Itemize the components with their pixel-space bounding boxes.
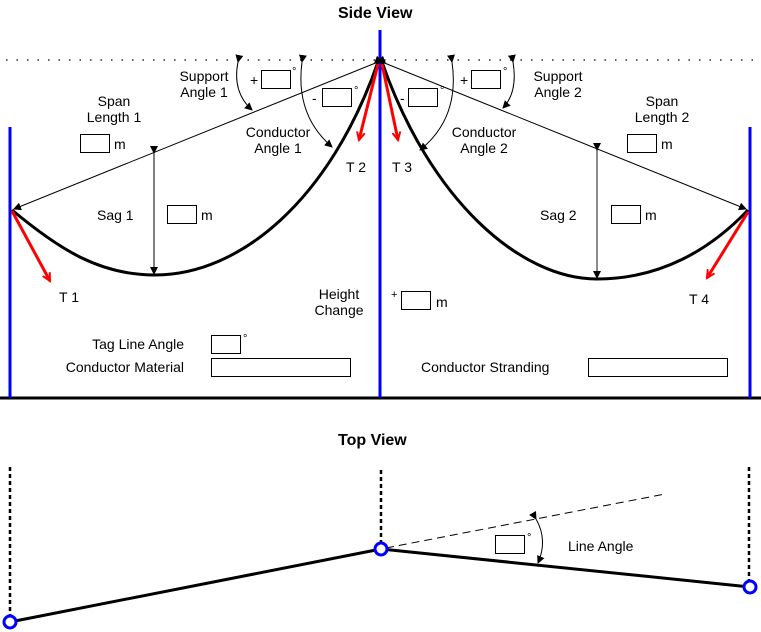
support-angle-1-arc [235, 54, 253, 111]
line-angle-arc [529, 510, 545, 564]
conductor-span-2 [380, 61, 750, 281]
support-angle-1-sign: + [250, 72, 259, 88]
span-length-2-unit: m [661, 136, 673, 152]
span-length-2-input[interactable] [627, 134, 657, 153]
tension-label-t3: T 3 [392, 159, 412, 175]
tag-line-angle-label: Tag Line Angle [92, 336, 184, 352]
height-change-input[interactable] [401, 291, 431, 310]
top-line-extension [385, 493, 666, 549]
support-angle-2-label-line2: Angle 2 [534, 84, 582, 100]
conductor-angle-1-unit: ° [354, 85, 359, 97]
line-angle-label: Line Angle [568, 538, 634, 554]
span-length-1-label: Span Length 1 [76, 93, 152, 125]
conductor-angle-1-arc [298, 54, 333, 148]
span-length-1-label-line2: Length 1 [86, 109, 142, 125]
span-length-2-label-line1: Span [645, 93, 679, 109]
top-segment-1 [9, 547, 382, 624]
conductor-angle-1-label-line2: Angle 1 [254, 140, 302, 156]
conductor-span-1 [11, 61, 380, 277]
tension-label-t1: T 1 [59, 289, 79, 305]
conductor-angle-1-label: Conductor Angle 1 [236, 124, 320, 156]
conductor-angle-2-label: Conductor Angle 2 [442, 124, 526, 156]
top-segment-2 [380, 547, 751, 589]
sag-2-label: Sag 2 [540, 207, 577, 223]
height-change-label: Height Change [306, 286, 372, 318]
tension-arrow-t3 [380, 63, 398, 140]
conductor-angle-2-arc [419, 54, 455, 151]
sag-1-label: Sag 1 [97, 207, 134, 223]
tension-label-t2: T 2 [346, 159, 366, 175]
span-length-2-label: Span Length 2 [624, 93, 700, 125]
conductor-stranding-label: Conductor Stranding [421, 359, 550, 375]
conductor-angle-2-label-line2: Angle 2 [460, 140, 508, 156]
height-change-label-line1: Height [318, 286, 360, 302]
support-angle-1-label-line1: Support [179, 68, 229, 84]
sag-2-unit: m [645, 207, 657, 223]
support-angle-1-unit: ° [292, 66, 297, 78]
conductor-angle-2-label-line1: Conductor [451, 124, 517, 140]
tension-arrow-t4 [705, 211, 750, 278]
conductor-angle-2-unit: ° [440, 85, 445, 97]
tension-label-t4: T 4 [689, 291, 709, 307]
conductor-angle-1-sign: - [312, 90, 317, 106]
top-node-left [2, 614, 18, 630]
tag-line-angle-unit: ° [243, 333, 248, 345]
span-length-1-input[interactable] [80, 134, 110, 153]
conductor-angle-1-label-line1: Conductor [245, 124, 311, 140]
conductor-stranding-input[interactable] [588, 358, 728, 377]
support-angle-1-label-line2: Angle 1 [180, 84, 228, 100]
height-change-sign: + [391, 289, 398, 301]
span-length-1-unit: m [114, 136, 126, 152]
support-angle-2-label: Support Angle 2 [526, 68, 590, 100]
conductor-angle-2-input[interactable] [408, 88, 438, 107]
tension-arrow-t1 [10, 210, 52, 281]
side-view-title: Side View [338, 5, 413, 22]
sag-2-input[interactable] [611, 205, 641, 224]
line-angle-input[interactable] [495, 535, 525, 554]
height-change-label-line2: Change [314, 302, 364, 318]
support-angle-2-input[interactable] [471, 70, 501, 89]
support-angle-1-label: Support Angle 1 [172, 68, 236, 100]
sag-1-unit: m [201, 207, 213, 223]
top-node-center [373, 541, 389, 557]
height-change-unit: m [436, 294, 448, 310]
top-view-title: Top View [338, 432, 407, 449]
sag-1-input[interactable] [167, 205, 197, 224]
support-angle-2-sign: + [460, 72, 469, 88]
span-length-2-label-line2: Length 2 [634, 109, 690, 125]
top-node-right [742, 579, 758, 595]
support-angle-2-label-line1: Support [533, 68, 583, 84]
conductor-material-label: Conductor Material [65, 359, 184, 375]
conductor-angle-1-input[interactable] [322, 88, 352, 107]
span-length-1-label-line1: Span [97, 93, 131, 109]
conductor-angle-2-sign: - [400, 90, 405, 106]
tag-line-angle-input[interactable] [211, 335, 241, 354]
tension-arrow-t2 [359, 63, 380, 140]
line-angle-unit: ° [527, 532, 532, 544]
support-angle-2-arc [502, 54, 516, 109]
conductor-material-input[interactable] [211, 358, 351, 377]
support-angle-2-unit: ° [503, 66, 508, 78]
support-angle-1-input[interactable] [261, 70, 291, 89]
